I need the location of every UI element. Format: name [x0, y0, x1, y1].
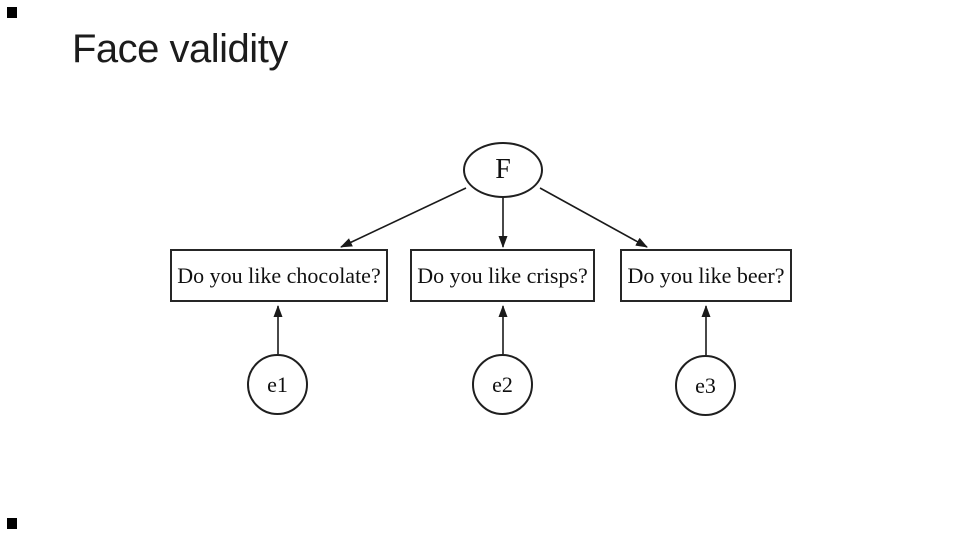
arrow-factor-to-beer — [539, 187, 648, 248]
error-node-e2: e2 — [472, 354, 533, 415]
question-label: Do you like beer? — [627, 262, 785, 288]
factor-node: F — [463, 142, 543, 198]
error-node-e3: e3 — [675, 355, 736, 416]
question-box-crisps: Do you like crisps? — [410, 249, 595, 302]
question-label: Do you like crisps? — [417, 262, 588, 288]
error-node-e1: e1 — [247, 354, 308, 415]
error-label: e1 — [267, 371, 288, 397]
corner-mark-top-left — [7, 7, 17, 18]
question-box-beer: Do you like beer? — [620, 249, 792, 302]
question-label: Do you like chocolate? — [177, 262, 381, 288]
slide-title: Face validity — [72, 27, 288, 71]
factor-label: F — [495, 154, 511, 185]
question-box-chocolate: Do you like chocolate? — [170, 249, 388, 302]
arrow-factor-to-chocolate — [340, 187, 467, 248]
corner-mark-bottom-left — [7, 518, 17, 529]
error-label: e3 — [695, 372, 716, 398]
error-label: e2 — [492, 371, 513, 397]
